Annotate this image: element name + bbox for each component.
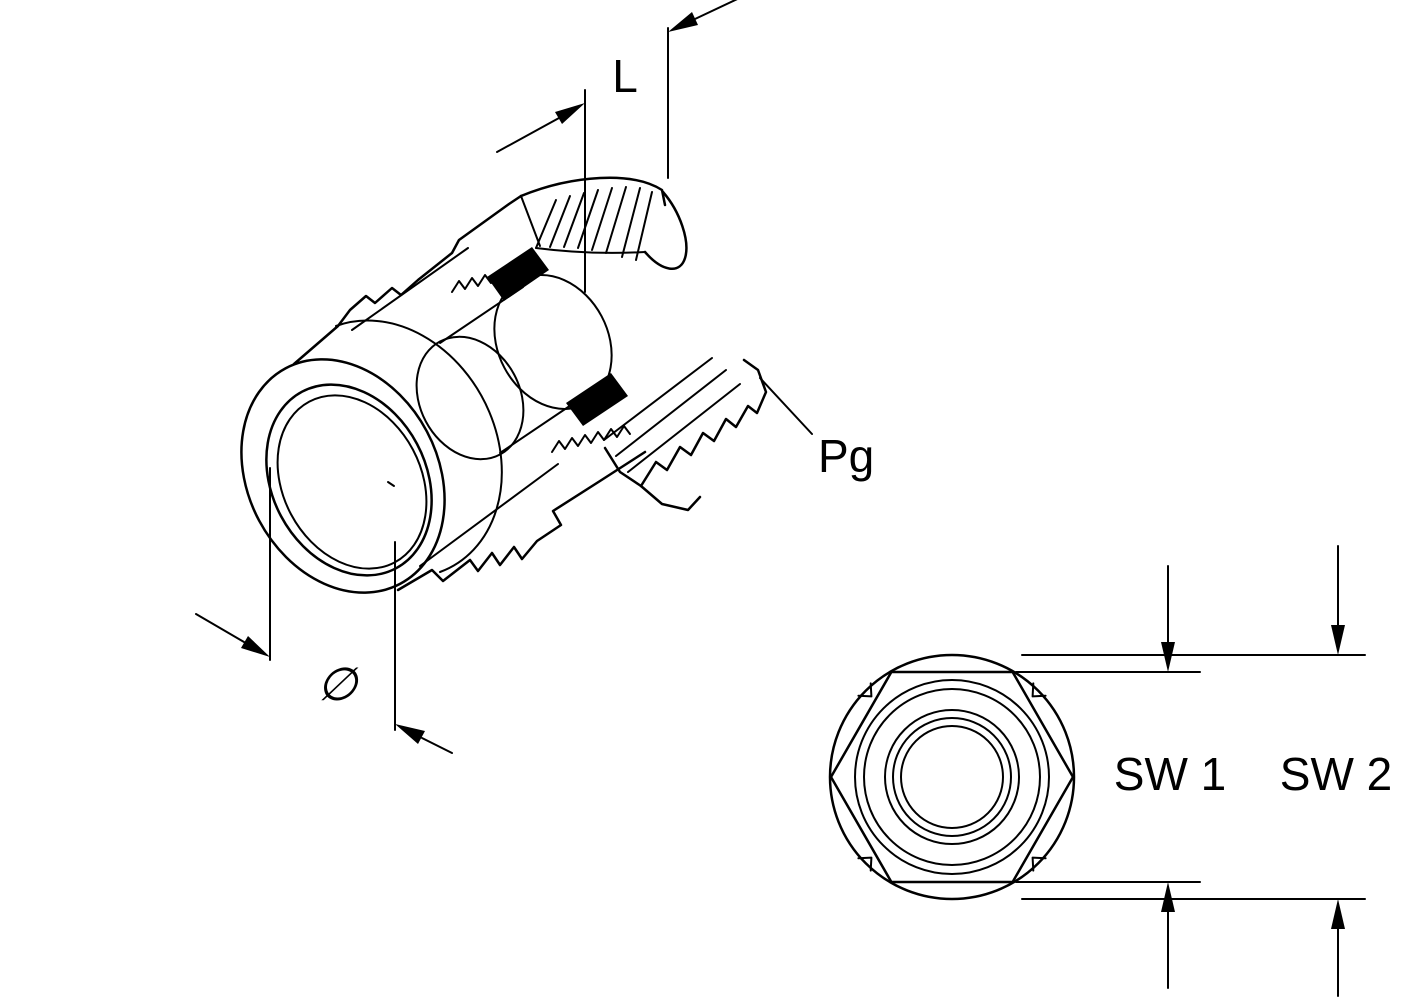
flange-serrated-edge <box>639 358 768 488</box>
arrowhead <box>1331 899 1345 929</box>
cap-notches <box>857 682 1047 872</box>
mouth-outer-ellipse <box>240 358 446 594</box>
dim-tail <box>195 613 245 643</box>
arrowhead <box>395 724 425 744</box>
flange-left-edge <box>603 446 643 488</box>
thread-tip-end-arc <box>643 190 688 270</box>
bore-wall-bottom <box>499 396 584 454</box>
pg-thread-flange <box>603 357 768 512</box>
arrowhead <box>668 12 698 32</box>
bore-circle-1 <box>884 709 1020 845</box>
bore-ellipse-rear <box>493 274 613 410</box>
thread-cut-edge <box>520 195 541 247</box>
label-pg: Pg <box>818 430 874 482</box>
mouth-inner-ellipse <box>265 383 433 577</box>
dim-tail <box>421 737 453 754</box>
thread-hatching <box>535 186 653 261</box>
seal-section-upper <box>487 247 549 301</box>
thread-tip-outline <box>519 176 667 207</box>
mouth-center-mark <box>387 481 395 487</box>
arrowhead <box>241 636 270 657</box>
facet-edge-bottom <box>419 463 559 567</box>
pg-leader: Pg <box>759 377 874 482</box>
end-view <box>828 653 1076 901</box>
arrowhead <box>1331 625 1345 655</box>
hexagon <box>829 670 1075 884</box>
bore-ellipse-front <box>415 335 525 461</box>
label-L: L <box>612 50 638 102</box>
arrowhead <box>1161 882 1175 912</box>
thread-inner-circle <box>863 688 1041 866</box>
arrowhead <box>555 103 585 124</box>
arrowhead <box>1161 642 1175 672</box>
bore-circle-2 <box>892 717 1012 837</box>
facet-edge-top <box>351 247 469 331</box>
label-sw1: SW 1 <box>1114 748 1226 800</box>
outer-cap-circle <box>828 653 1076 901</box>
cable-gland-cutaway <box>240 176 768 594</box>
dimension-L: L <box>496 0 738 293</box>
bore-wall-top <box>439 286 524 344</box>
flange-foot <box>639 484 702 512</box>
dimension-sw1: SW 1 <box>1015 565 1226 989</box>
bore-circle-3 <box>900 725 1004 829</box>
body-top-profile <box>292 194 523 366</box>
seal-section-lower <box>566 373 628 426</box>
mouth-rim-ellipse <box>276 394 428 570</box>
leader-line <box>759 377 813 435</box>
label-sw2: SW 2 <box>1280 748 1392 800</box>
dimension-sw2: SW 2 <box>1021 545 1392 997</box>
label-diameter: ∅ <box>317 658 359 710</box>
thread-root-line <box>535 247 646 254</box>
body-bottom-profile <box>396 450 647 592</box>
dim-tail <box>694 0 738 20</box>
thread-outer-circle <box>854 679 1050 875</box>
dim-tail <box>496 117 560 153</box>
dimension-diameter: ∅ <box>195 467 453 754</box>
collar-back-arc <box>335 319 503 573</box>
cut-serration-lower <box>551 425 631 453</box>
